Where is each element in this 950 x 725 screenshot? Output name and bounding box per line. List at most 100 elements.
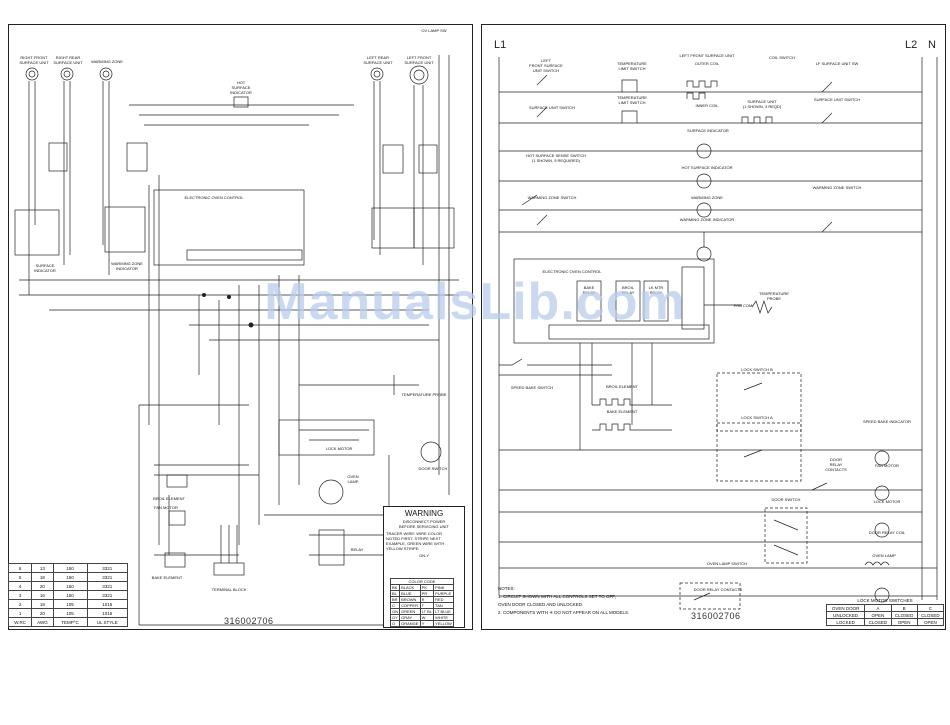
wiring-diagram-panel: RIGHT FRONT SURFACE UNIT RIGHT REAR SURF… [8, 24, 473, 630]
temperature-probe-label: TEMPERATURE PROBE [401, 392, 447, 397]
wire-spec-cell: 3321 [86, 572, 129, 582]
oven-lamp-label: OVEN LAMP [347, 474, 359, 484]
lock-switch-cell: LOCKED [825, 618, 866, 626]
drawing-number-left: 316002706 [224, 616, 274, 626]
color-code-cell: YELLOW [433, 620, 454, 627]
right-front-surface-unit-label: RIGHT FRONT SURFACE UNIT [19, 55, 49, 65]
wire-spec-cell: 5 [7, 572, 33, 582]
warning-title: WARNING [404, 509, 444, 518]
lock-switch-cell: OPEN [916, 618, 945, 626]
wire-spec-cell: 105 [52, 599, 88, 609]
color-code-cell: Y [419, 620, 435, 627]
outer-coil-label: OUTER COIL [694, 61, 720, 66]
warming-zone-switch-left-label: WARMING ZONE SWITCH [527, 195, 577, 200]
wire-spec-cell: 150 [52, 590, 88, 600]
wire-spec-cell: 150 [52, 581, 88, 591]
color-code-cell: LT BLUE [433, 608, 454, 615]
surface-unit-label: SURFACE UNIT (1 SHOWN, 3 REQD) [742, 99, 782, 109]
fan-motor-label: FAN MOTOR [154, 505, 178, 510]
right-rear-surface-unit-label: RIGHT REAR SURFACE UNIT [53, 55, 83, 65]
door-switch-label-r: DOOR SWITCH [771, 497, 801, 502]
temperature-limit-switch-2-label: TEMPERATURE LIMIT SWITCH [617, 95, 647, 105]
oven-lamp-switch-label-r: OVEN LAMP SWITCH [706, 561, 748, 566]
lock-switch-header-cell: OVEN DOOR [825, 604, 866, 612]
warning-subtitle: DISCONNECT POWER BEFORE SERVICING UNIT [399, 519, 449, 529]
wire-spec-cell: 18 [31, 599, 54, 609]
hot-surface-sense-switch-label: HOT SURFACE SENSE SWITCH (1 SHOWN, 5 REQ… [526, 153, 586, 163]
left-front-surface-unit-label: LEFT FRONT SURFACE UNIT [404, 55, 434, 65]
hot-surface-indicator-label: HOT SURFACE INDICATOR [230, 80, 252, 95]
electronic-oven-control-label: ELECTRONIC OVEN CONTROL [184, 195, 244, 200]
wire-spec-cell: 1015 [86, 599, 129, 609]
surface-indicator-label-r: SURFACE INDICATOR [687, 128, 729, 133]
color-code-cell: LT BL [419, 608, 435, 615]
notes-heading: NOTES: [498, 586, 515, 591]
wire-spec-cell: 20 [31, 608, 54, 618]
color-code-cell: O [389, 620, 401, 627]
lock-switch-cell: CLOSED [864, 618, 892, 626]
wire-spec-cell: 105 [52, 608, 88, 618]
lock-switch-cell: OPEN [864, 611, 892, 619]
schematic-notes: NOTES: 1. CIRCUIT SHOWN WITH ALL CONTROL… [498, 585, 629, 617]
door-switch-label: DOOR SWITCH [418, 466, 448, 471]
wire-spec-cell: 4 [7, 581, 33, 591]
surface-indicator-label: SURFACE INDICATOR [34, 263, 56, 273]
wire-spec-cell: 3321 [86, 581, 129, 591]
probe-common-label: PRB COM [733, 303, 753, 308]
color-code-cell: PURPLE [433, 590, 454, 597]
note-1: 1. CIRCUIT SHOWN WITH ALL CONTROLS SET T… [498, 594, 616, 599]
wire-spec-cell: 3321 [86, 563, 129, 573]
fan-motor-label-r: FAN MOTOR [875, 463, 899, 468]
wire-spec-cell: 1 [7, 608, 33, 618]
wire-spec-cell: 150 [52, 563, 88, 573]
drawing-number-right: 316002706 [691, 611, 741, 621]
warming-zone-switch-right-label: WARMING ZONE SWITCH [812, 185, 862, 190]
broil-relay-label: BROIL RELAY [621, 285, 635, 295]
speed-bake-switch-label: SPEED BAKE SWITCH [510, 385, 554, 390]
warming-zone-indicator-label-r: WARMING ZONE INDICATOR [679, 217, 735, 222]
lock-switch-a-label: LOCK SWITCH A [741, 415, 773, 420]
left-rear-surface-unit-label: LEFT REAR SURFACE UNIT [363, 55, 393, 65]
color-code-cell: COPPER [399, 602, 421, 609]
surface-unit-switch-label: SURFACE UNIT SWITCH [528, 105, 576, 110]
door-relay-contacts-b-label: DOOR RELAY CONTACTS [693, 587, 743, 592]
wire-spec-header-cell: W.RC [7, 617, 33, 627]
broil-element-label-r: BROIL ELEMENT [606, 384, 638, 389]
terminal-block-label: TERMINAL BLOCK [211, 587, 247, 592]
wire-spec-cell: 13 [31, 563, 54, 573]
line-l1-label: L1 [494, 39, 507, 51]
wire-spec-cell: 2 [7, 599, 33, 609]
wire-spec-header-cell: TEMP°C [52, 617, 88, 627]
lock-switch-header-cell: B [890, 604, 918, 612]
inner-coil-label: INNER COIL [695, 103, 719, 108]
temperature-limit-switch-1-label: TEMPERATURE LIMIT SWITCH [617, 61, 647, 71]
lock-switch-header-cell: A [864, 604, 892, 612]
lock-motor-label-r: LOCK MOTOR [873, 499, 901, 504]
wire-spec-cell: 16 [31, 590, 54, 600]
door-relay-contacts-label: DOOR RELAY CONTACTS [825, 457, 847, 472]
lf-surface-unit-switch-label: LF SURFACE UNIT SW [815, 61, 859, 66]
lock-motor-label: LOCK MOTOR [325, 446, 353, 451]
lock-motor-switches-title: LOCK MOTOR SWITCHES [857, 598, 913, 603]
relay-label: RELAY [350, 547, 364, 552]
wire-spec-header-cell: UL STYLE [86, 617, 129, 627]
oven-lamp-switch-label: OV LAMP SW [421, 28, 447, 33]
hot-surface-indicator-label-r: HOT SURFACE INDICATOR [681, 165, 733, 170]
color-code-cell: ORANGE [399, 620, 421, 627]
wire-spec-cell: 20 [31, 581, 54, 591]
lock-switch-cell: UNLOCKED [825, 611, 866, 619]
warming-zone-label: WARMING ZONE [91, 59, 123, 64]
warming-zone-indicator-label: WARMING ZONE INDICATOR [111, 261, 143, 271]
temperature-probe-label-r: TEMPERATURE PROBE [759, 291, 789, 301]
electronic-oven-control-label-r: ELECTRONIC OVEN CONTROL [542, 269, 602, 274]
